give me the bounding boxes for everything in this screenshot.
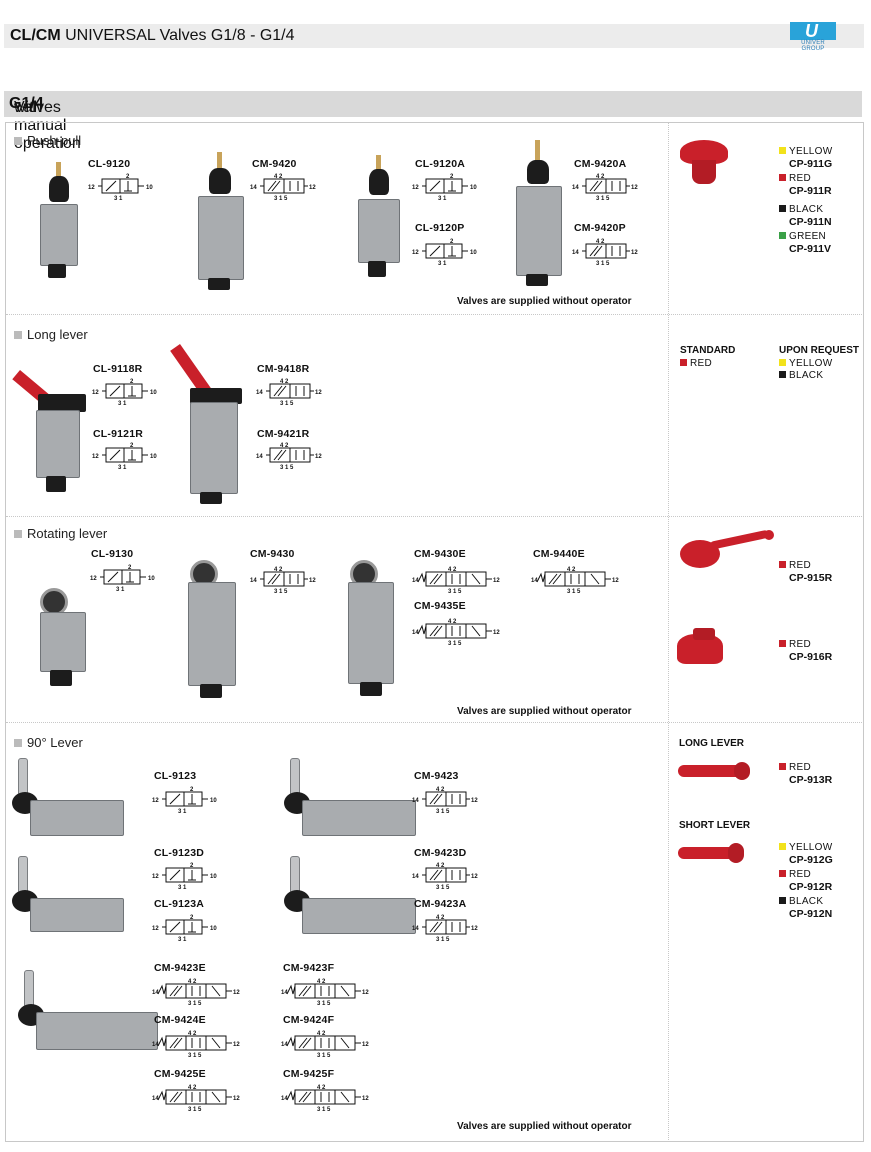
valve-symbol-5-3 [152,1030,241,1058]
row-divider [6,516,862,517]
product-code: CL-9120P [415,222,465,234]
section-title-90-lever: 90° Lever [14,735,83,750]
product-code: CM-9430 [250,548,295,560]
page-title: CL/CM UNIVERSAL Valves G1/8 - G1/4 [10,27,295,44]
product-code: CM-9440E [533,548,585,560]
valve-symbol-5-3 [412,566,501,594]
accessory-item: BLACK [779,370,823,382]
valve-symbol-5-3 [412,618,501,646]
valve-symbol-3-2 [412,238,478,266]
red-long-lever-image [678,762,750,780]
univer-logo: U UNIVER GROUP [790,21,836,52]
valve-symbol-5-2 [572,238,639,266]
product-code: CL-9121R [93,428,144,440]
valve-symbol-5-2 [412,862,479,890]
valve-symbol-3-2 [92,378,158,406]
product-code: CM-9418R [257,363,310,375]
valve-symbol-5-2 [412,914,479,942]
red-short-lever-image [678,843,746,863]
product-code: CL-9120A [415,158,466,170]
valve-symbol-5-2 [572,173,639,201]
red-rotating-lever-image [680,529,776,574]
section-title-long-lever: Long lever [14,327,88,342]
product-code: CM-9435E [414,600,466,612]
product-code: CL-9118R [93,363,143,375]
product-grid [5,122,864,1142]
valve-symbol-3-2 [152,786,218,814]
page-header: CL/CM UNIVERSAL Valves G1/8 - G1/4 U UNI… [4,21,864,52]
product-code: CM-9423D [414,847,467,859]
product-code: CM-9424E [154,1014,206,1026]
accessory-item: YELLOW [779,358,832,370]
product-code: CM-9425E [154,1068,206,1080]
valve-symbol-5-3 [152,1084,241,1112]
supply-note: Valves are supplied without operator [457,296,632,307]
valve-symbol-5-2 [256,378,323,406]
column-divider [668,122,669,1140]
product-code: CM-9423A [414,898,467,910]
section-bar-title: Valves G1/4 with manual operation [9,95,81,152]
row-divider [6,722,862,723]
product-code: CL-9130 [91,548,134,560]
product-code: CM-9420P [574,222,626,234]
valve-symbol-5-3 [531,566,620,594]
valve-symbol-3-2 [412,173,478,201]
product-code: CM-9420 [252,158,297,170]
product-code: CM-9421R [257,428,310,440]
accessory-heading: LONG LEVER [679,738,745,749]
valve-symbol-5-3 [152,978,241,1006]
section-title-push-pull: Push-pull [14,133,81,148]
accessory-heading: STANDARD [680,345,736,356]
product-code: CM-9424F [283,1014,335,1026]
valve-symbol-5-2 [250,173,317,201]
red-rotating-knob-image [677,628,727,668]
valve-symbol-5-2 [412,786,479,814]
valve-symbol-5-3 [281,978,370,1006]
product-code: CM-9425F [283,1068,335,1080]
valve-symbol-5-2 [256,442,323,470]
accessory-heading: UPON REQUEST [779,345,860,356]
valve-symbol-5-2 [250,566,317,594]
valve-symbol-3-2 [152,914,218,942]
red-knob-image [680,140,730,190]
valve-symbol-3-2 [90,564,156,592]
valve-symbol-5-3 [281,1030,370,1058]
product-code: CM-9423F [283,962,335,974]
valve-symbol-5-3 [281,1084,370,1112]
product-code: CM-9420A [574,158,627,170]
row-divider [6,314,862,315]
accessory-heading: SHORT LEVER [679,820,751,831]
supply-note: Valves are supplied without operator [457,706,632,717]
product-code: CL-9123A [154,898,205,910]
product-code: CM-9423E [154,962,206,974]
product-code: CM-9423 [414,770,459,782]
product-code: CL-9120 [88,158,131,170]
product-code: CL-9123 [154,770,197,782]
valve-symbol-3-2 [88,173,154,201]
valve-symbol-3-2 [152,862,218,890]
accessory-item: RED [680,358,712,370]
section-bar: Valves G1/4 with manual operation [4,91,862,152]
section-title-rotating-lever: Rotating lever [14,526,107,541]
valve-symbol-3-2 [92,442,158,470]
product-code: CL-9123D [154,847,205,859]
product-code: CM-9430E [414,548,466,560]
supply-note: Valves are supplied without operator [457,1121,632,1132]
